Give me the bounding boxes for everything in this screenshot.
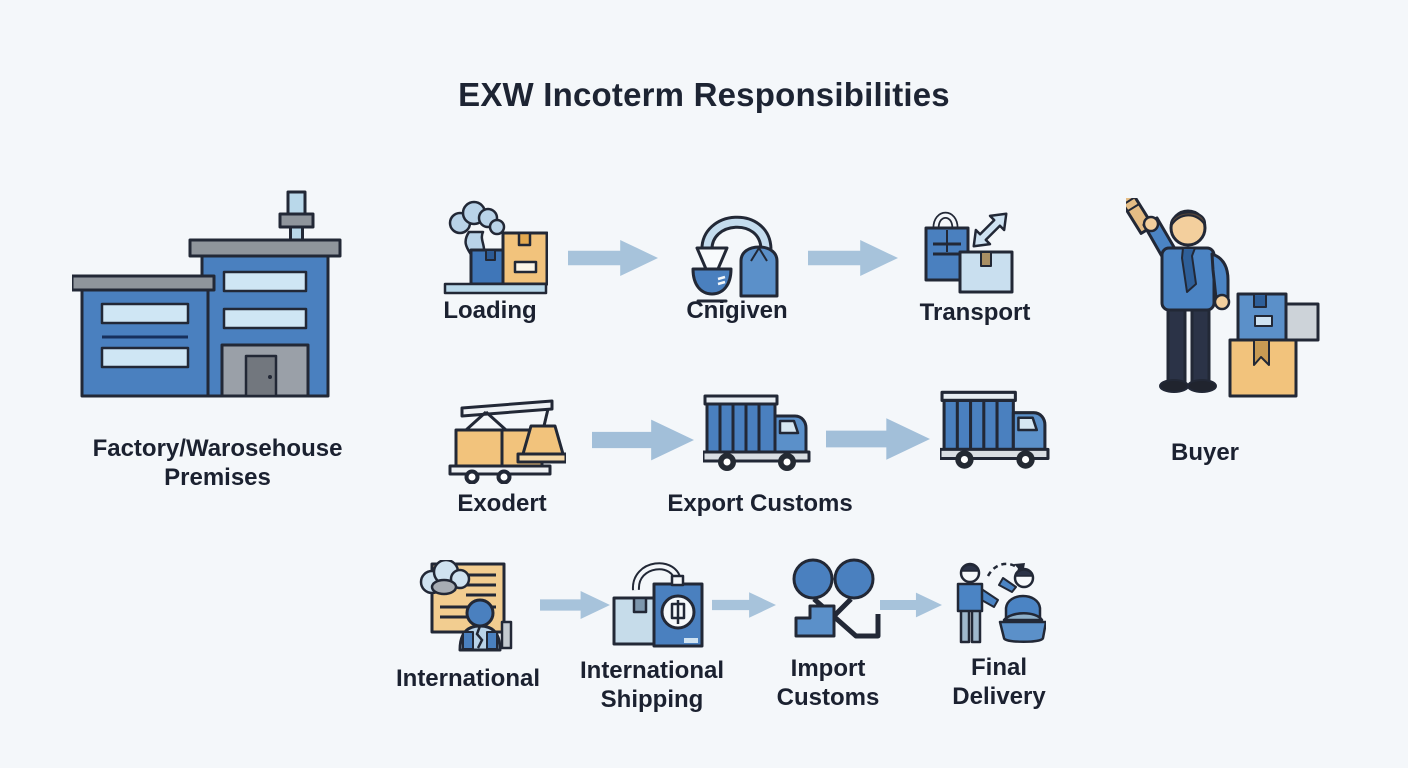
arrow-right-icon — [568, 240, 658, 276]
step-loading-label: Loading — [443, 297, 537, 324]
documents-person-icon — [419, 560, 513, 652]
factory-label: Factory/Warosehouse Premises — [92, 435, 343, 491]
shipping-parcel-icon — [612, 562, 704, 648]
step-international-label: International — [395, 665, 540, 692]
step-final-delivery-label: Final Delivery — [952, 654, 1046, 710]
buyer-label: Buyer — [1170, 439, 1240, 466]
factory-building-icon — [72, 190, 342, 398]
loading-dock-icon — [443, 200, 548, 295]
page-title: EXW Incoterm Responsibilities — [458, 76, 950, 113]
step-transport-label: Transport — [919, 299, 1031, 326]
arrow-right-icon — [712, 592, 776, 618]
arrow-right-icon — [592, 419, 694, 461]
step-export-customs-label: Export Customs — [667, 490, 853, 517]
step-international-shipping-label: International Shipping — [579, 657, 724, 713]
customs-inspection-icon — [792, 558, 881, 639]
step-cnigiven-label: Cnigiven — [686, 297, 788, 324]
weighing-cart-icon — [448, 399, 566, 484]
crane-hook-icon — [691, 215, 779, 303]
transport-bags-icon — [924, 211, 1014, 294]
step-import-customs-label: Import Customs — [776, 655, 880, 711]
arrow-right-icon — [808, 240, 898, 276]
cargo-truck-icon — [940, 390, 1050, 469]
arrow-right-icon — [880, 592, 942, 618]
step-exodert-label: Exodert — [457, 490, 547, 517]
arrow-right-icon — [826, 418, 930, 460]
buyer-person-icon — [1126, 198, 1320, 398]
cargo-truck-icon — [703, 394, 811, 471]
arrow-right-icon — [540, 591, 610, 619]
handover-icon — [956, 562, 1046, 644]
